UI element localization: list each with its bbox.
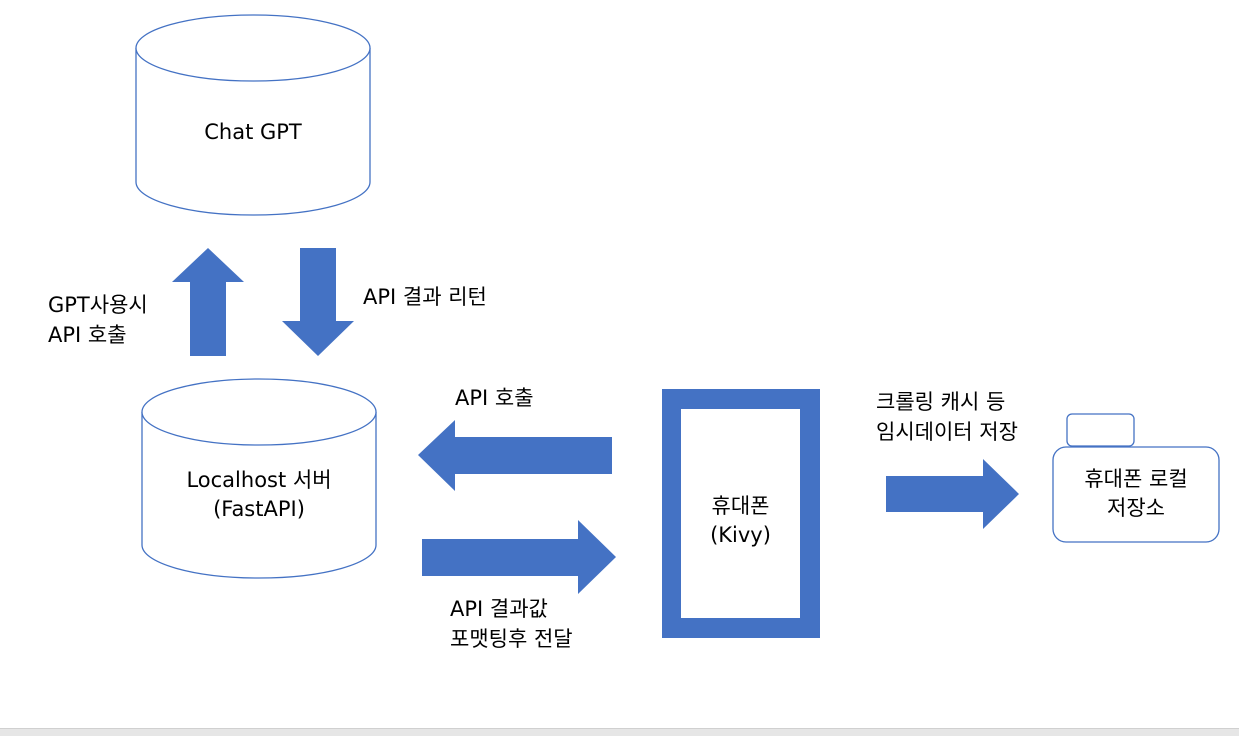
phone-to-server-label: API 호출 [455,386,534,410]
localhost-cylinder [141,378,377,579]
phone-label: 휴대폰 (Kivy) [710,494,771,547]
phone-to-storage-label: 크롤링 캐시 등 임시데이터 저장 [876,390,1018,444]
storage-tab [1066,413,1135,447]
left-arrow [418,420,612,491]
right-arrow-server-to-phone [422,520,616,594]
chatgpt-label: Chat GPT [204,120,302,144]
down-arrow [282,248,354,356]
local-storage-label: 휴대폰 로컬 저장소 [1084,467,1188,520]
chatgpt-cylinder [135,14,371,216]
right-arrow-phone-to-storage [886,459,1019,529]
api-return-label: API 결과 리턴 [363,285,487,309]
local-storage-box [1052,446,1220,543]
localhost-label: Localhost 서버 (FastAPI) [186,468,332,521]
server-to-phone-label: API 결과값 포맷팅후 전달 [450,597,573,651]
gpt-call-label: GPT사용시 API 호출 [48,293,148,347]
bottom-scrollbar-strip [0,728,1239,736]
up-arrow [172,248,244,356]
phone-box [662,389,820,638]
